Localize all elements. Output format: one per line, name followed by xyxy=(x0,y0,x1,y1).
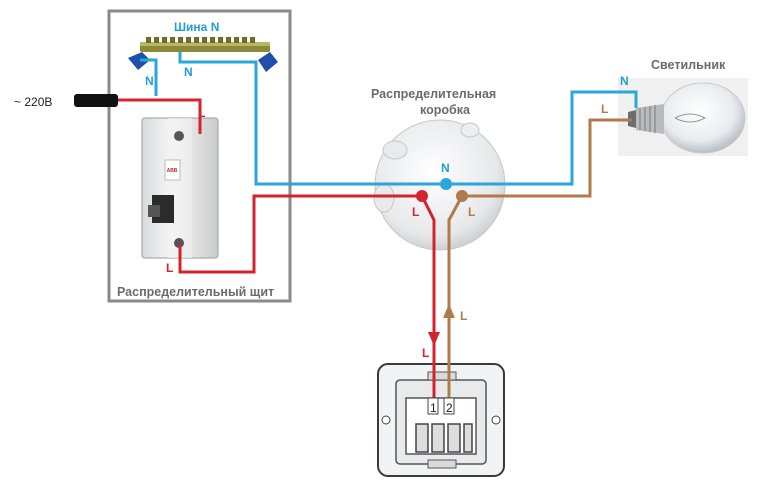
junction-title-line2: коробка xyxy=(420,103,471,117)
junction-phase-node xyxy=(416,190,428,202)
panel-title: Распределительный щит xyxy=(117,285,274,299)
switch-terminal-1 xyxy=(427,397,439,415)
switch-up-l-label: L xyxy=(460,309,467,323)
terminal-2-label: 2 xyxy=(446,401,453,415)
neutral-bus-bar xyxy=(128,37,278,72)
neutral-wires xyxy=(140,52,638,186)
junction-n-label: N xyxy=(441,161,450,175)
junction-switched-node xyxy=(456,190,468,202)
lamp-title: Светильник xyxy=(651,58,726,72)
arrow-down xyxy=(428,332,440,346)
switch-terminal-2 xyxy=(443,397,455,415)
bus-title: Шина N xyxy=(174,20,219,34)
terminal-1-label: 1 xyxy=(430,401,437,415)
lamp-n-label: N xyxy=(620,74,629,88)
bus-n-right-label: N xyxy=(184,65,193,79)
lamp xyxy=(618,78,748,156)
breaker-l-top-label: L xyxy=(198,106,205,120)
lamp-l-label: L xyxy=(601,102,608,116)
distribution-panel-frame xyxy=(107,9,292,303)
supply-label: ~ 220В xyxy=(14,95,52,109)
junction-l-red-label: L xyxy=(412,205,419,219)
switch-down-l-label: L xyxy=(422,346,429,360)
bus-n-left-label: N xyxy=(145,74,154,88)
arrow-up xyxy=(443,304,455,318)
light-switch xyxy=(377,363,505,477)
junction-l-brown-label: L xyxy=(468,205,475,219)
breaker-brand: ABB xyxy=(167,168,178,174)
junction-title-line1: Распределительная xyxy=(371,87,496,101)
breaker-l-bottom-label: L xyxy=(166,261,173,275)
circuit-breaker: ABB xyxy=(141,117,219,259)
supply-cable xyxy=(74,94,118,107)
switched-phase-wires xyxy=(447,118,632,408)
junction-neutral-node xyxy=(440,178,452,190)
